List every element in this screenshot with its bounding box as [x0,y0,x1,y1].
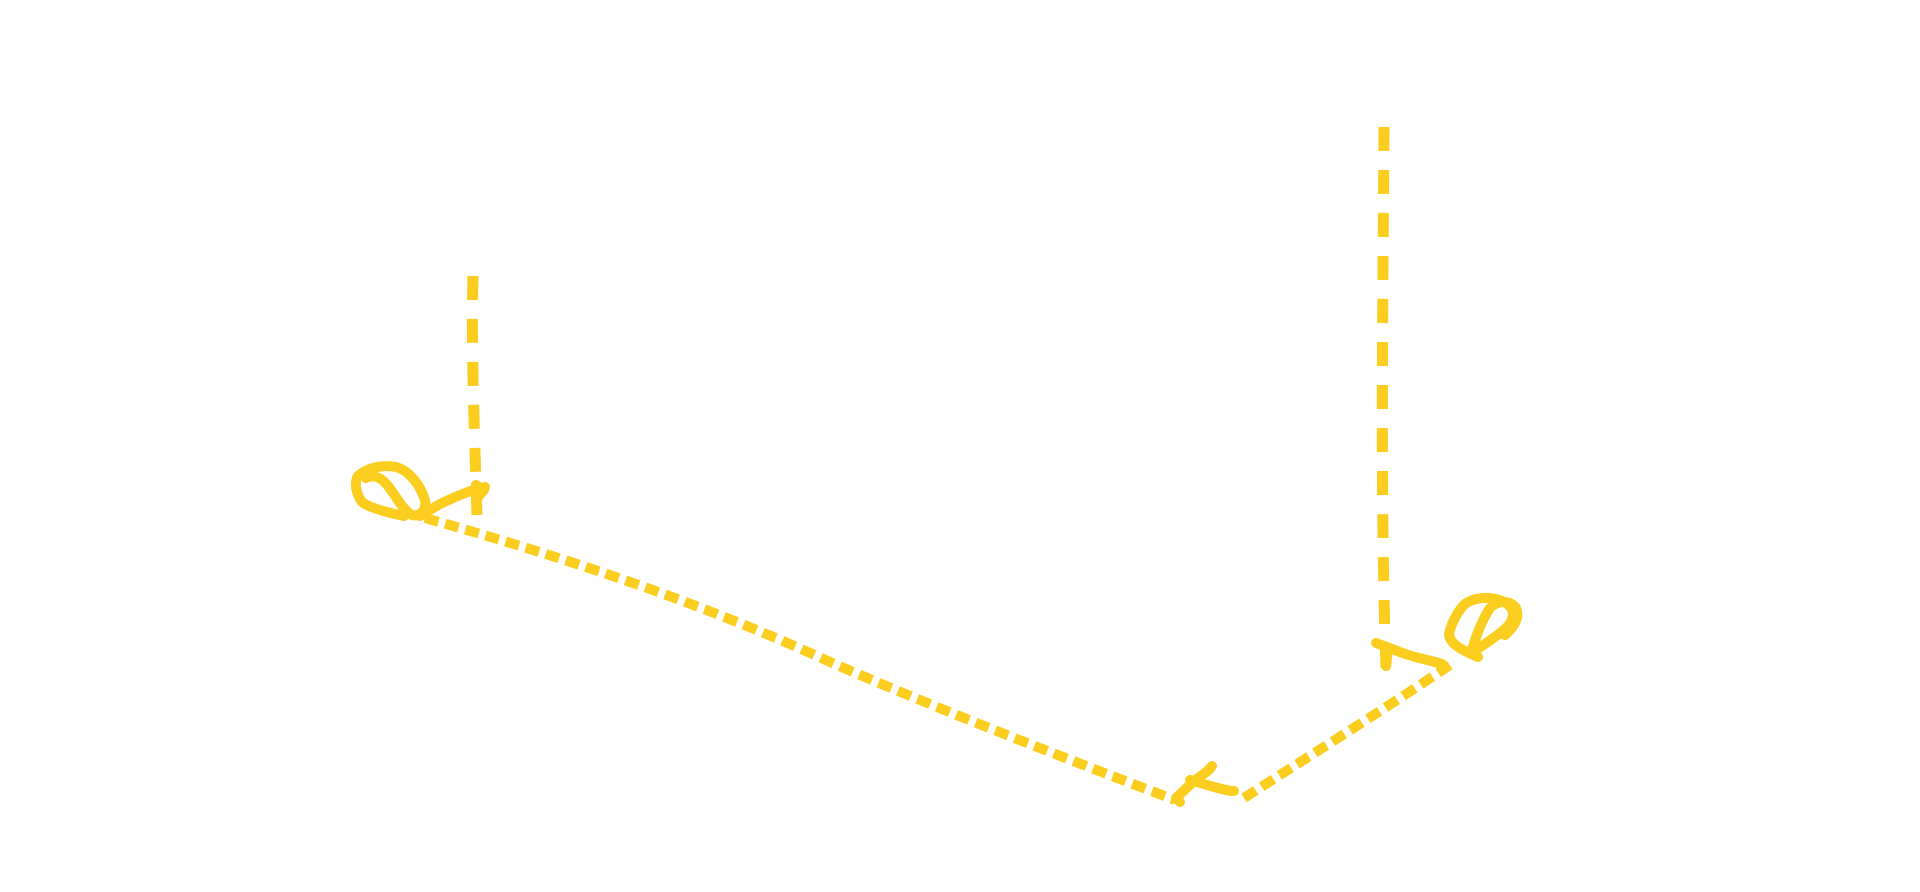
corner-tick-foot [1171,793,1185,807]
floor-guide-right [1241,660,1453,803]
right-loop [1444,592,1523,662]
right-arrow-tail [1371,638,1447,669]
right-vertical-guide [1376,126,1392,669]
right-arrow-cap [1381,645,1393,671]
corner-tick-cross [1185,775,1239,796]
left-vertical-guide [466,275,483,516]
left-loop [350,461,431,521]
right-drop-mark [1371,592,1523,671]
left-arrow-cap [471,480,489,502]
left-drop-mark [350,461,490,521]
floor-guide-left [423,513,1177,805]
corner-tick-mark [1171,761,1239,807]
